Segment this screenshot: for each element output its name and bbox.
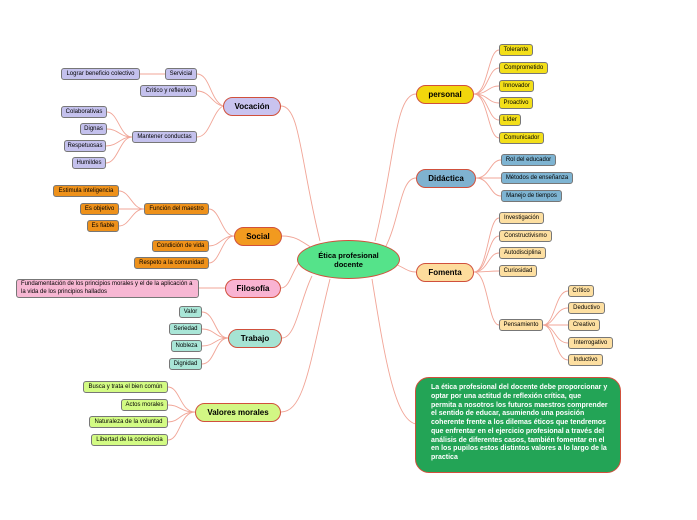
topic-trabajo[interactable]: Trabajo bbox=[228, 329, 282, 348]
subtopic-es-fiable[interactable]: Es fiable bbox=[87, 220, 119, 232]
subtopic-creativo[interactable]: Creativo bbox=[568, 319, 600, 331]
subtopic-fundamentacion[interactable]: Fundamentación de los principios morales… bbox=[16, 279, 199, 298]
topic-vocacion[interactable]: Vocación bbox=[223, 97, 281, 116]
subtopic-tolerante[interactable]: Tolerante bbox=[499, 44, 533, 56]
subtopic-dignidad[interactable]: Dignidad bbox=[169, 358, 202, 370]
central-topic-line1: Ética profesional bbox=[318, 250, 379, 260]
topic-filosofia[interactable]: Filosofía bbox=[225, 279, 281, 298]
topic-personal[interactable]: personal bbox=[416, 85, 474, 104]
subtopic-servicial[interactable]: Servicial bbox=[165, 68, 197, 80]
subtopic-estimula-inteligencia[interactable]: Estimula inteligencia bbox=[53, 185, 119, 197]
subtopic-libertad-conciencia[interactable]: Libertad de la conciencia bbox=[91, 434, 168, 446]
subtopic-curiosidad[interactable]: Curiosidad bbox=[499, 265, 537, 277]
topic-fomenta[interactable]: Fomenta bbox=[416, 263, 474, 282]
subtopic-comprometido[interactable]: Comprometido bbox=[499, 62, 548, 74]
subtopic-comunicador[interactable]: Comunicador bbox=[499, 132, 544, 144]
topic-social[interactable]: Social bbox=[234, 227, 282, 246]
subtopic-lograr-beneficio[interactable]: Lograr beneficio colectivo bbox=[61, 68, 140, 80]
subtopic-actos-morales[interactable]: Actos morales bbox=[121, 399, 168, 411]
subtopic-colaborativas[interactable]: Colaborativas bbox=[61, 106, 107, 118]
subtopic-pensamiento[interactable]: Pensamiento bbox=[499, 319, 543, 331]
subtopic-autodisciplina[interactable]: Autodisciplina bbox=[499, 247, 546, 259]
subtopic-humildes[interactable]: Humildes bbox=[72, 157, 106, 169]
subtopic-inductivo[interactable]: Inductivo bbox=[568, 354, 603, 366]
subtopic-innovador[interactable]: Innovador bbox=[499, 80, 534, 92]
subtopic-seriedad[interactable]: Seriedad bbox=[169, 323, 202, 335]
subtopic-mantener-conductas[interactable]: Mantener conductas bbox=[132, 131, 197, 143]
topic-valores-morales[interactable]: Valores morales bbox=[195, 403, 281, 422]
subtopic-valor[interactable]: Valor bbox=[179, 306, 202, 318]
subtopic-manejo-tiempos[interactable]: Manejo de tiempos bbox=[501, 190, 562, 202]
subtopic-critico[interactable]: Crítico bbox=[568, 285, 594, 297]
central-topic-line2: docente bbox=[334, 259, 363, 269]
subtopic-respetuosas[interactable]: Respetuosas bbox=[64, 140, 106, 152]
subtopic-respeto-comunidad[interactable]: Respeto a la comunidad bbox=[134, 257, 209, 269]
subtopic-metodos-ensenanza[interactable]: Métodos de enseñanza bbox=[501, 172, 573, 184]
subtopic-bien-comun[interactable]: Busca y trata el bien común bbox=[83, 381, 168, 393]
subtopic-funcion-maestro[interactable]: Función del maestro bbox=[144, 203, 209, 215]
subtopic-es-objetivo[interactable]: Es objetivo bbox=[80, 203, 119, 215]
subtopic-deductivo[interactable]: Deductivo bbox=[568, 302, 605, 314]
subtopic-rol-educador[interactable]: Rol del educador bbox=[501, 154, 556, 166]
subtopic-condicion-vida[interactable]: Condición de vida bbox=[152, 240, 209, 252]
subtopic-proactivo[interactable]: Proactivo bbox=[499, 97, 533, 109]
subtopic-naturaleza-voluntad[interactable]: Naturaleza de la voluntad bbox=[89, 416, 168, 428]
subtopic-critico-reflexivo[interactable]: Critico y reflexivo bbox=[140, 85, 197, 97]
topic-didactica[interactable]: Didáctica bbox=[416, 169, 476, 188]
central-topic[interactable]: Ética profesional docente bbox=[297, 240, 400, 279]
subtopic-lider[interactable]: Líder bbox=[499, 114, 521, 126]
subtopic-dignas[interactable]: Dignas bbox=[80, 123, 107, 135]
subtopic-nobleza[interactable]: Nobleza bbox=[171, 340, 202, 352]
subtopic-investigacion[interactable]: Investigación bbox=[499, 212, 544, 224]
subtopic-interrogativo[interactable]: Interrogativo bbox=[568, 337, 613, 349]
summary-note[interactable]: La ética profesional del docente debe pr… bbox=[415, 377, 621, 473]
subtopic-constructivismo[interactable]: Constructivismo bbox=[499, 230, 552, 242]
